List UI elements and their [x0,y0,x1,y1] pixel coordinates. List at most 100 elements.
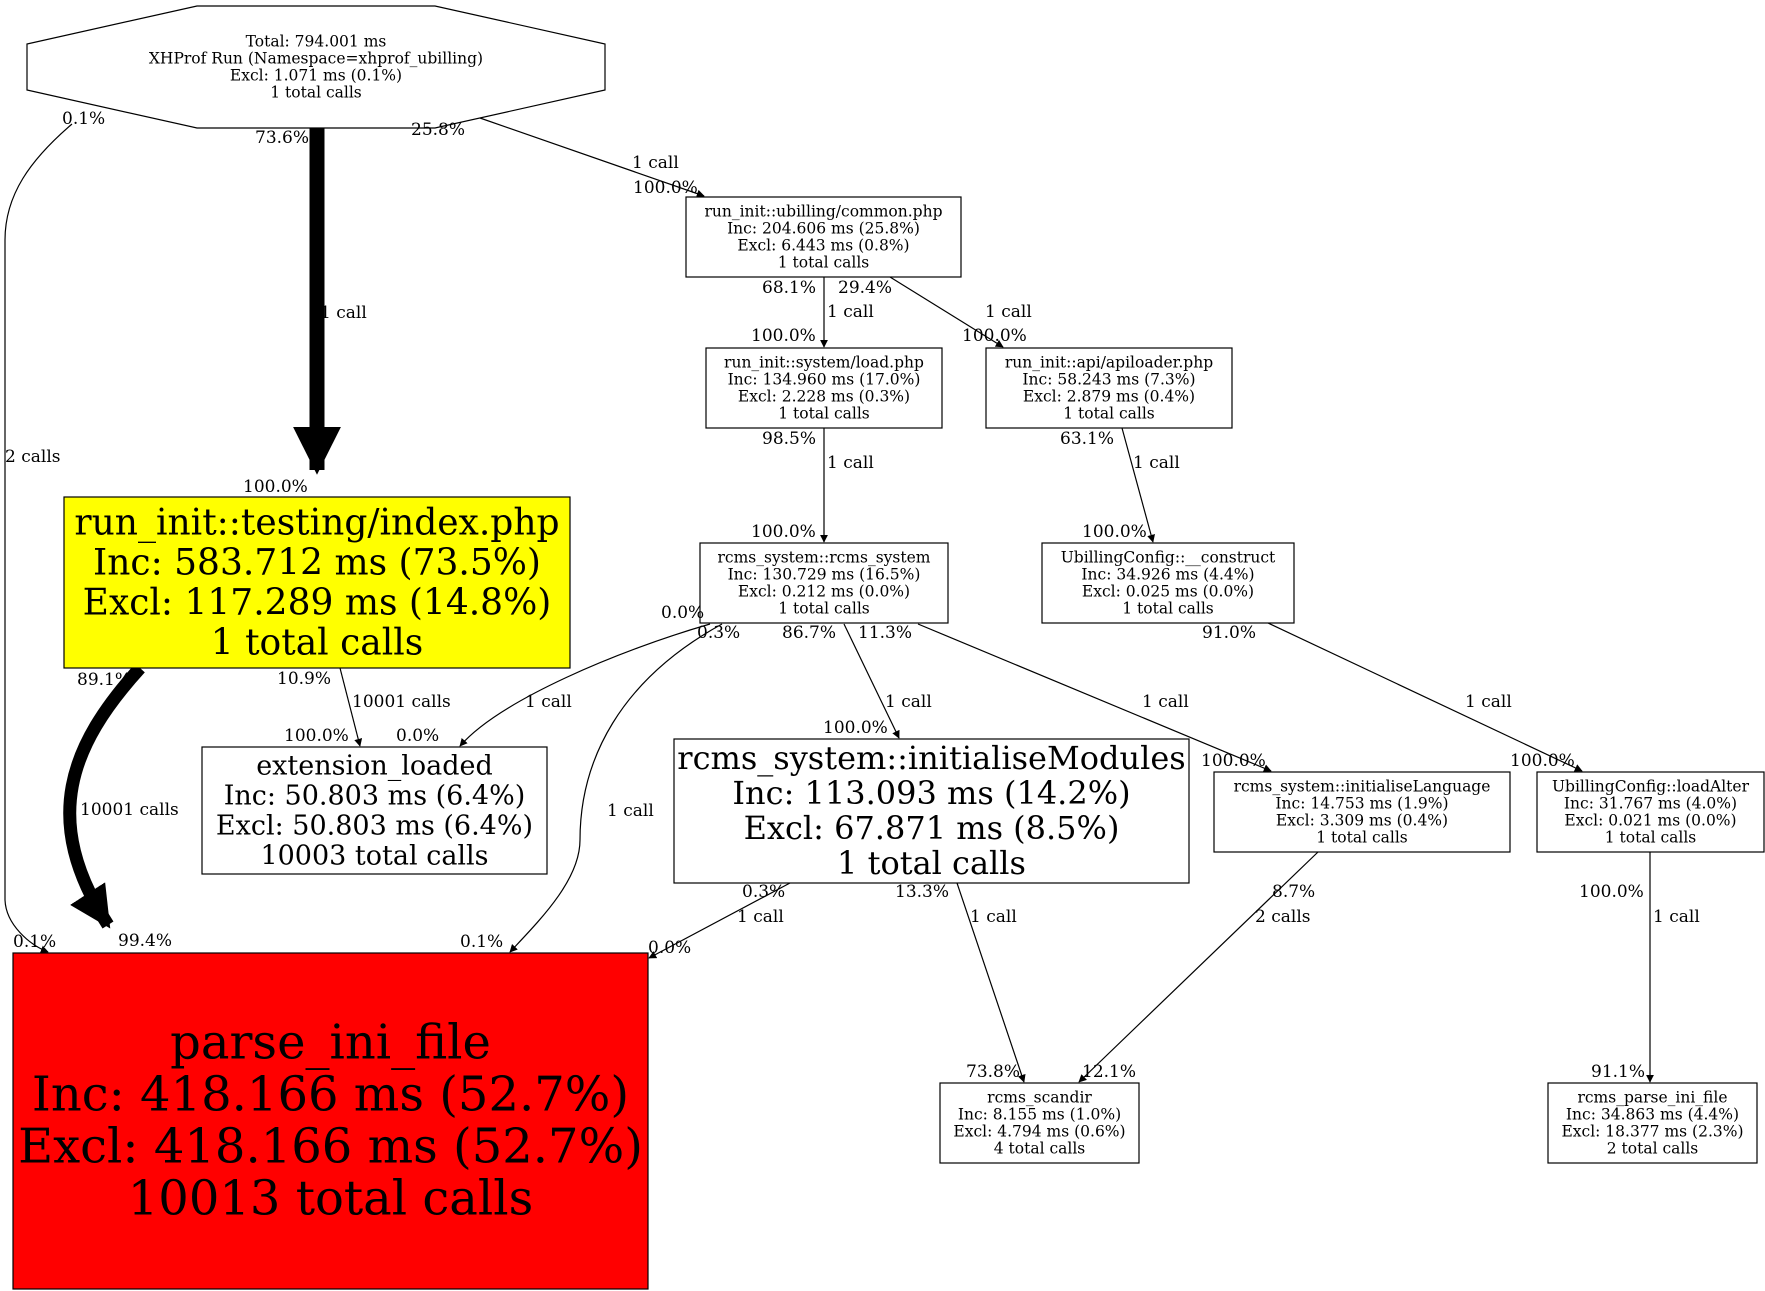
edge-calls-label: 1 call [632,153,679,173]
node-label-line: Excl: 6.443 ms (0.8%) [737,237,909,255]
node-shape [705,347,943,429]
edge-head-percent: 0.1% [460,932,503,952]
edge-tail-percent: 0.3% [697,623,740,643]
edge-head-percent: 100.0% [284,726,349,746]
node-label-line: 1 total calls [211,623,424,664]
node-label-line: Excl: 0.212 ms (0.0%) [738,583,910,601]
node-label-line: Excl: 4.794 ms (0.6%) [953,1123,1125,1141]
edge-tail-percent: 63.1% [1060,429,1114,449]
node-label-line: Excl: 1.071 ms (0.1%) [230,67,402,85]
edge-tail-percent: 29.4% [838,278,892,298]
edge-calls-label: 1 call [1133,453,1180,473]
edge-tail-percent: 98.5% [762,429,816,449]
edge-calls-label: 1 call [970,907,1017,927]
node-shape [1213,771,1511,853]
node-label-line: Excl: 117.289 ms (14.8%) [83,583,552,624]
node-label-line: Inc: 583.712 ms (73.5%) [93,543,541,584]
edge-head-percent: 99.4% [118,931,172,951]
node-label-line: 1 total calls [1122,600,1214,618]
edge-head-percent: 100.0% [962,326,1027,346]
edge-tail-percent: 68.1% [762,278,816,298]
node-label-line: 1 total calls [778,254,870,272]
node-label-line: Excl: 0.021 ms (0.0%) [1564,812,1736,830]
node-label-line: Inc: 134.960 ms (17.0%) [728,371,921,389]
node-label-line: rcms_system::initialiseLanguage [1234,778,1491,796]
edge-index-to-ext [339,667,363,747]
edge-head-percent: 0.0% [396,726,439,746]
node-label-line: Total: 794.001 ms [246,33,387,51]
edge-head-percent: 100.0% [1201,751,1266,771]
node-label-line: extension_loaded [256,751,493,782]
edge-rcms_system-to-ext [459,623,711,747]
node-label-line: 10003 total calls [260,841,488,872]
node-label-line: rcms_system::rcms_system [718,549,931,567]
node-shape [201,746,548,875]
edge-root-to-parse [4,123,73,954]
edge-root-to-common [479,117,705,198]
node-label-line: Inc: 130.729 ms (16.5%) [728,566,921,584]
node-label-line: Excl: 418.166 ms (52.7%) [18,1119,643,1175]
edge-labels-layer: 2 calls 0.1% 0.1% 1 call 73.6% 100.0% 1 call 25… [5,109,1700,1082]
edge-tail-percent: 86.7% [782,623,836,643]
edge-head-percent: 100.0% [1082,522,1147,542]
edge-calls-label: 1 call [985,302,1032,322]
edge-tail-percent: 25.8% [411,120,465,140]
node-label-line: Inc: 34.926 ms (4.4%) [1081,566,1254,584]
node-label-line: run_init::testing/index.php [74,503,559,544]
node-label-line: 1 total calls [1605,829,1697,847]
node-shape [1536,771,1765,853]
edge-calls-label: 1 call [1142,692,1189,712]
node-label-line: UbillingConfig::__construct [1061,549,1276,567]
edge-apiloader-to-ubconstruct [1121,427,1155,543]
edge-common-to-apiloader [889,276,1004,348]
edge-initmod-to-parse [648,882,791,959]
node-label-line: Excl: 18.377 ms (2.3%) [1561,1123,1743,1141]
node-label-line: Excl: 67.871 ms (8.5%) [744,809,1120,847]
edge-rcms_system-to-parse [509,623,723,953]
edge-rcms_system-to-initlang [917,623,1272,772]
node-label-line: 1 total calls [778,405,870,423]
edges-layer [4,117,1654,1083]
node-label-line: Inc: 58.243 ms (7.3%) [1022,371,1195,389]
edge-calls-label: 1 call [1465,692,1512,712]
edge-tail-percent: 73.6% [255,128,309,148]
node-label-line: Inc: 34.863 ms (4.4%) [1566,1106,1739,1124]
edge-calls-label: 10001 calls [80,800,179,820]
edge-calls-label: 2 calls [5,447,60,467]
node-label-line: Inc: 8.155 ms (1.0%) [958,1106,1121,1124]
node-label-line: Inc: 14.753 ms (1.9%) [1275,795,1448,813]
edge-tail-percent: 10.9% [277,669,331,689]
node-label-line: 4 total calls [994,1140,1086,1158]
node-shape [1547,1082,1758,1164]
edge-tail-percent: 13.3% [895,882,949,902]
edge-index-to-parse [63,663,145,929]
node-label-line: Excl: 2.228 ms (0.3%) [738,388,910,406]
edge-head-percent: 0.1% [13,932,56,952]
node-label-line: run_init::api/apiloader.php [1005,354,1213,372]
node-shape [1041,542,1295,624]
node-label-line: rcms_scandir [987,1089,1092,1107]
edge-calls-label: 1 call [827,302,874,322]
node-label-line: XHProf Run (Namespace=xhprof_ubilling) [149,50,483,68]
node-shape [673,738,1190,884]
edge-initlang-to-scandir [1078,851,1319,1083]
edge-head-percent: 0.0% [648,938,691,958]
edge-tail-percent: 0.1% [62,109,105,129]
node-label-line: rcms_system::initialiseModules [677,739,1185,777]
node-label-line: 2 total calls [1607,1140,1699,1158]
